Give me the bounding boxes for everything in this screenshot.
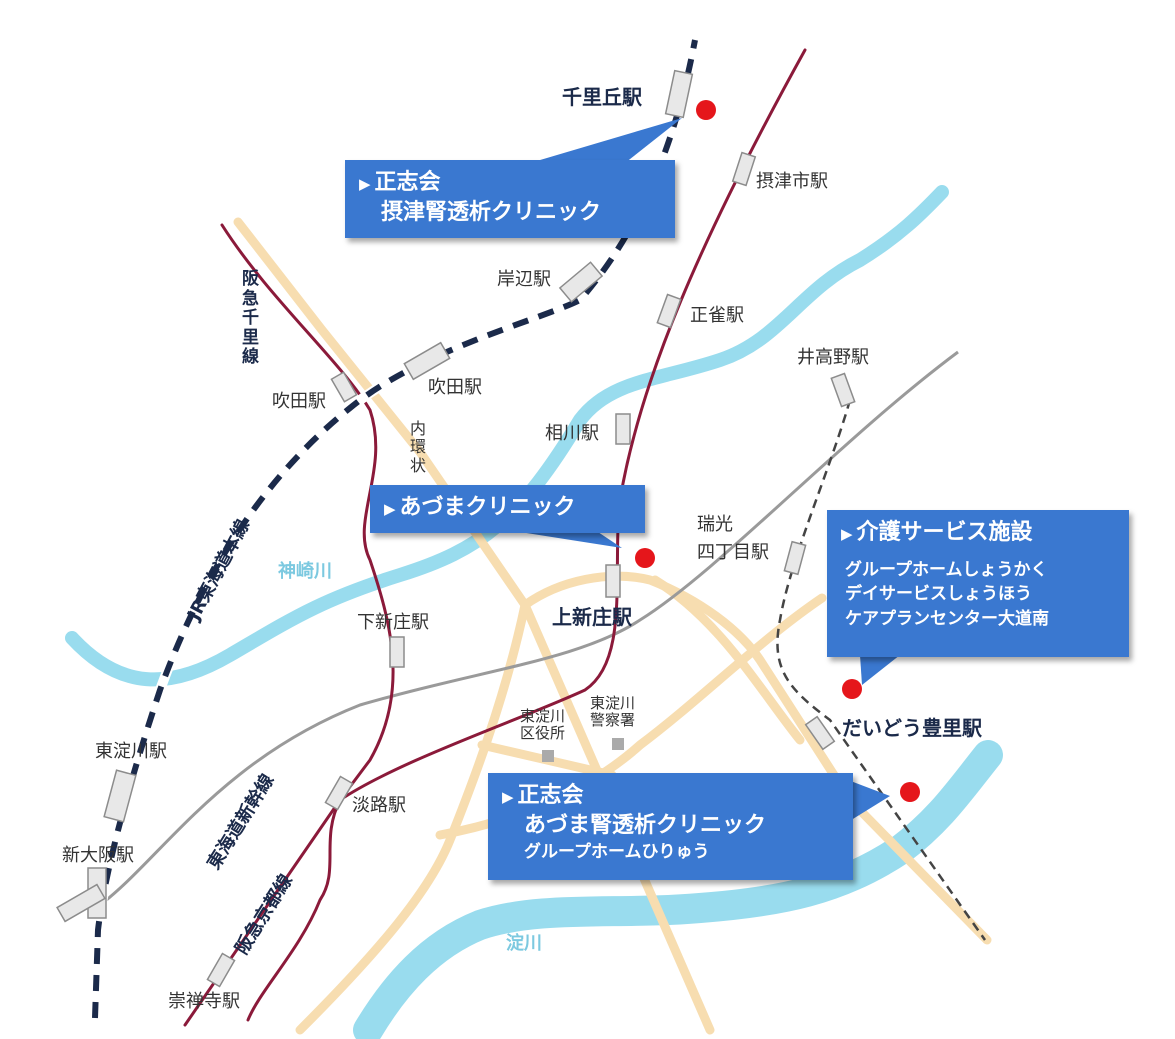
callout-pointer-azuma	[520, 532, 622, 548]
station-box-idakano	[830, 372, 856, 408]
tokaido-shinkansen-line	[99, 350, 959, 907]
location-marker-azuma-dialysis	[900, 782, 920, 802]
landmark-label-police: 東淀川 警察署	[590, 694, 636, 729]
station-box-settsushi	[731, 151, 757, 187]
callout-kaigo-item-1: グループホームしょうかく	[845, 559, 1048, 580]
station-label-shin-osaka: 新大阪駅	[62, 845, 134, 866]
police-marker	[612, 738, 624, 750]
station-label-suita-jr: 吹田駅	[428, 377, 482, 398]
station-label-kishibe: 岸辺駅	[497, 269, 551, 290]
station-label-suita-hankyu: 吹田駅	[272, 391, 326, 412]
station-box-shojaku	[656, 293, 682, 329]
callout-azuma-dialysis-name: あづま腎透析クリニック	[524, 812, 767, 838]
station-box-higashiyodogawa	[103, 769, 137, 823]
station-box-kishibe	[558, 261, 604, 303]
play-arrow-icon: ▶	[359, 175, 371, 193]
callout-kaigo-item-2: デイサービスしょうほう	[845, 584, 1032, 605]
callout-kaigo-item-3: ケアプランセンター大道南	[845, 608, 1049, 629]
station-label-senri-oka: 千里丘駅	[562, 85, 642, 109]
location-marker-azuma	[635, 548, 655, 568]
ward-office-marker	[542, 750, 554, 762]
callout-azuma-dialysis-clinic[interactable]: ▶正志会 あづま腎透析クリニック グループホームひりゅう	[488, 773, 853, 880]
play-arrow-icon: ▶	[841, 525, 853, 543]
callout-azuma-title: あづまクリニック	[399, 495, 576, 520]
station-label-zuiko-2: 四丁目駅	[697, 542, 769, 563]
station-label-awaji: 淡路駅	[352, 795, 406, 816]
yodo-river	[353, 740, 1003, 1039]
line-label-naikanjo: 内 環 状	[410, 419, 427, 475]
callout-settsu-name: 摂津腎透析クリニック	[381, 199, 602, 225]
river-label-kanzaki: 神崎川	[278, 561, 332, 582]
station-box-shimoshinjo	[389, 636, 405, 668]
play-arrow-icon: ▶	[384, 500, 396, 518]
station-label-shojaku: 正雀駅	[690, 305, 744, 326]
station-label-aikawa: 相川駅	[545, 423, 599, 444]
callout-pointer-kaigo	[860, 655, 900, 685]
station-box-dido	[804, 715, 836, 751]
kanzaki-river	[65, 185, 949, 687]
callout-azuma-dialysis-title: 正志会	[517, 783, 584, 808]
callout-pointer-settsu	[530, 118, 682, 163]
callout-azuma-dialysis-item: グループホームひりゅう	[524, 842, 710, 863]
callout-azuma-clinic[interactable]: ▶あづまクリニック	[370, 485, 645, 533]
station-box-zuiko	[783, 540, 807, 576]
station-label-kamishinjo: 上新庄駅	[552, 605, 632, 629]
station-label-settsushi: 摂津市駅	[756, 171, 828, 192]
station-box-senri-oka	[664, 69, 694, 119]
river-label-yodo: 淀川	[506, 933, 542, 954]
landmark-label-ward-office: 東淀川 区役所	[520, 707, 566, 742]
callout-pointer-azuma-dialysis	[848, 780, 890, 822]
station-box-kamishinjo	[605, 564, 621, 598]
station-label-zuiko-1: 瑞光	[697, 514, 733, 535]
station-label-dido-toyosato: だいどう豊里駅	[842, 716, 982, 740]
station-box-awaji	[324, 775, 354, 811]
station-label-sozenji: 崇禅寺駅	[168, 991, 240, 1012]
station-box-shin-osaka-b	[56, 883, 106, 923]
station-label-idakano: 井高野駅	[797, 347, 869, 368]
callout-kaigo-title: 介護サービス施設	[856, 520, 1033, 545]
location-marker-kaigo	[842, 679, 862, 699]
callout-kaigo-facilities[interactable]: ▶介護サービス施設 グループホームしょうかく デイサービスしょうほう ケアプラン…	[827, 510, 1129, 657]
callout-settsu-clinic[interactable]: ▶正志会 摂津腎透析クリニック	[345, 160, 675, 238]
osaka-metro-line	[776, 399, 987, 941]
play-arrow-icon: ▶	[502, 788, 514, 806]
station-box-suita-hankyu	[330, 371, 358, 403]
station-boxes	[56, 69, 856, 988]
station-box-aikawa	[615, 413, 631, 445]
station-box-suita-jr	[403, 341, 451, 381]
station-label-higashiyodogawa: 東淀川駅	[95, 741, 167, 762]
station-box-sozenji	[206, 952, 236, 988]
callout-settsu-title: 正志会	[374, 170, 441, 195]
location-marker-settsu	[696, 100, 716, 120]
station-label-shimoshinjo: 下新庄駅	[357, 612, 429, 633]
line-label-hankyu-senri: 阪 急 千 里 線	[242, 269, 259, 368]
